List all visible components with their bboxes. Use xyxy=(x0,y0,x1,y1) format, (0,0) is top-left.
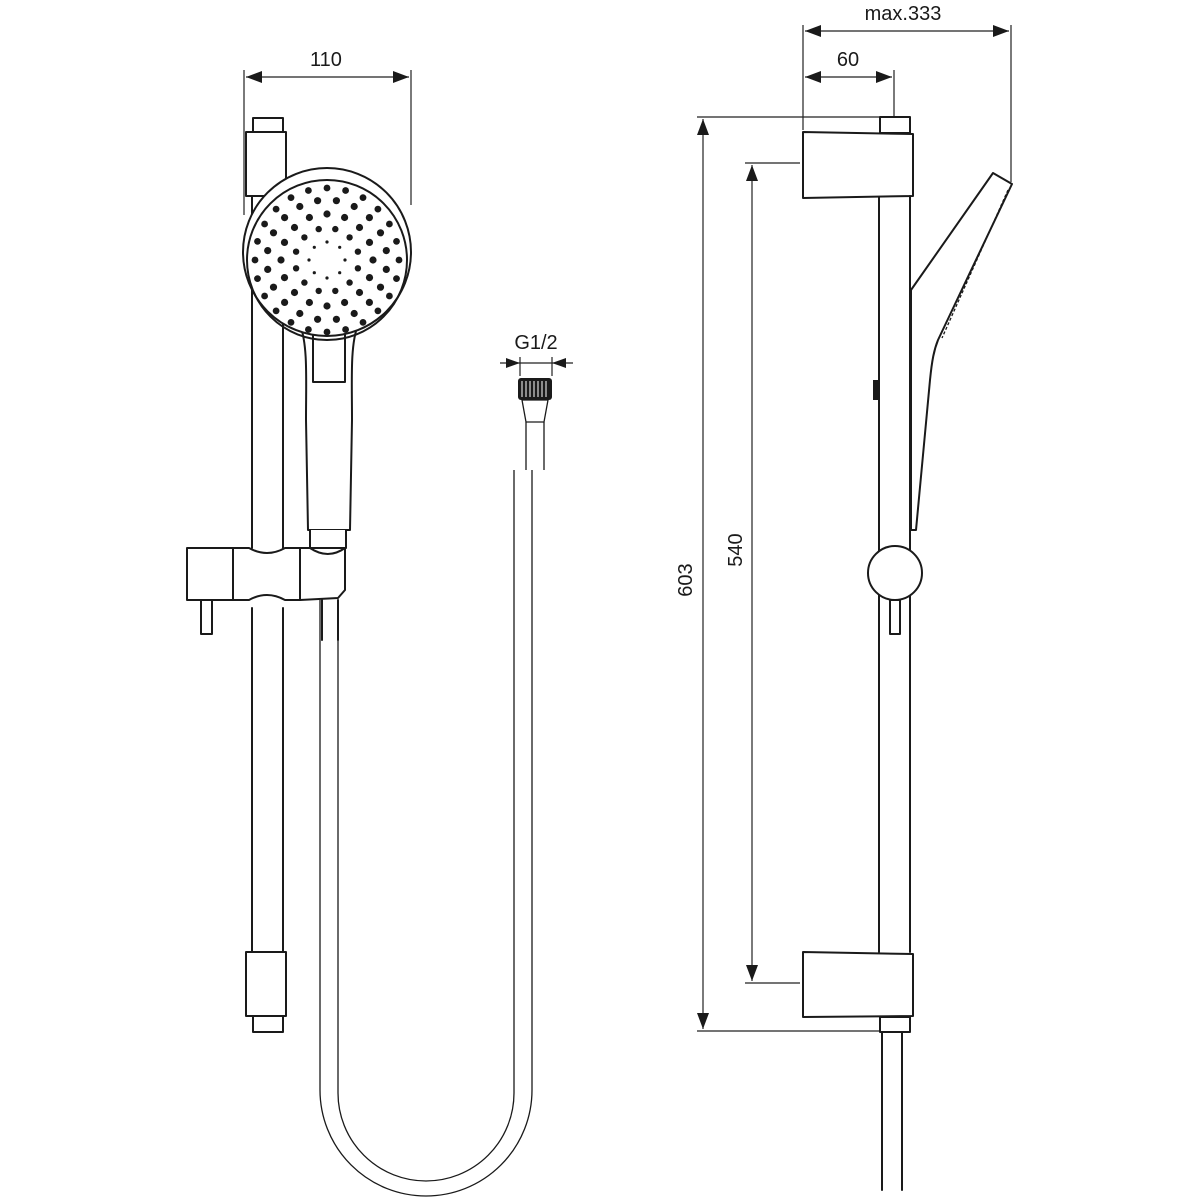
dimension-max-projection: max.333 xyxy=(802,3,1012,182)
hose-connector xyxy=(518,378,552,470)
side-hand-shower xyxy=(910,172,1013,531)
front-view: 110 xyxy=(186,49,573,1197)
hand-shower-handle xyxy=(299,324,359,549)
rail-tube xyxy=(251,195,284,953)
side-bottom-bracket xyxy=(802,951,914,1191)
dimension-label-540: 540 xyxy=(725,533,747,566)
dimension-bracket-projection: 60 xyxy=(805,49,895,117)
hand-shower-head xyxy=(242,167,412,341)
spray-nozzles xyxy=(251,184,403,336)
dimension-label-g12: G1/2 xyxy=(514,332,557,354)
dimension-label-110: 110 xyxy=(310,49,342,71)
side-slider-knob xyxy=(867,545,923,635)
dimension-label-60: 60 xyxy=(837,49,859,71)
side-top-bracket xyxy=(802,116,914,199)
dimension-label-603: 603 xyxy=(675,563,697,596)
shower-hose xyxy=(319,470,533,1197)
rail-bottom-bracket xyxy=(245,951,287,1033)
slider xyxy=(186,547,346,641)
dimension-label-max333: max.333 xyxy=(865,3,942,25)
dimension-bracket-spacing: 540 xyxy=(725,162,800,984)
dimension-hand-shower-width: 110 xyxy=(243,49,412,215)
dimension-overall-height: 603 xyxy=(675,116,880,1032)
side-view: max.333 60 603 540 xyxy=(675,3,1013,1191)
dimension-connection-thread: G1/2 xyxy=(500,332,573,376)
